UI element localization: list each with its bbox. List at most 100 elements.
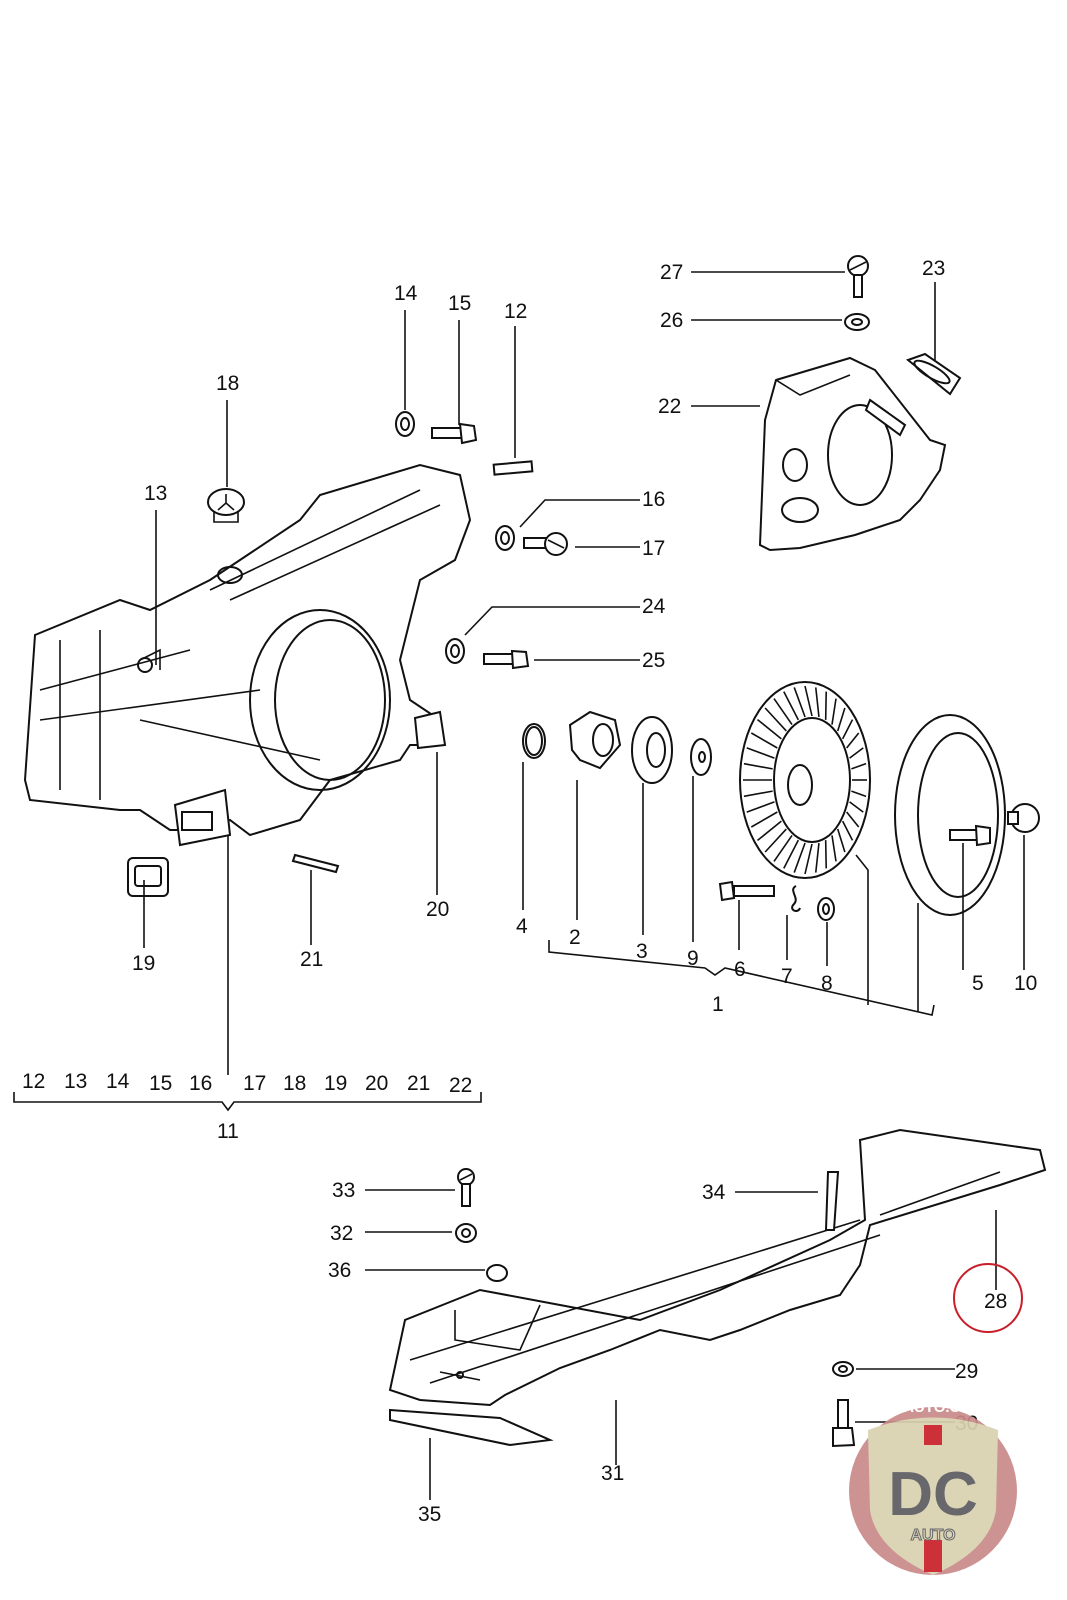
fan-fin	[836, 707, 846, 732]
fan-fin	[841, 719, 854, 740]
callout-21: 21	[300, 948, 323, 971]
fan-fin	[773, 834, 793, 862]
callout-32: 32	[330, 1222, 353, 1245]
callout-12: 12	[504, 300, 527, 323]
group-11-member-list: 12 13 14 15 16 17 18 19 20 21 22	[22, 1070, 472, 1097]
callout-36: 36	[328, 1259, 351, 1282]
fan-fin	[757, 820, 782, 842]
part-16-washer	[495, 525, 515, 551]
part-28-lower-shroud	[388, 1128, 1047, 1447]
fan-fin	[814, 687, 820, 718]
part-19-gasket	[127, 857, 169, 897]
fan-fin	[851, 762, 867, 770]
part-14-washer	[395, 411, 415, 437]
part-21-pin	[291, 853, 340, 874]
callout-14: 14	[394, 282, 418, 305]
group-11-member: 22	[449, 1074, 472, 1097]
group-11-member: 21	[407, 1072, 430, 1095]
part-6-bolt	[718, 880, 775, 902]
callout-35: 35	[418, 1503, 441, 1526]
part-32-washer	[455, 1223, 477, 1243]
part-24-washer	[445, 638, 465, 664]
fan-fin	[793, 687, 806, 718]
group-11-member: 15	[149, 1072, 172, 1095]
part-10-plug	[1007, 803, 1040, 833]
watermark-logo-letters: DC	[888, 1460, 978, 1529]
part-5-bolt	[949, 824, 991, 847]
part-15-bolt	[431, 422, 478, 445]
fan-fin	[746, 801, 775, 813]
watermark-accent-bar	[924, 1425, 942, 1445]
fan-fin	[757, 718, 782, 740]
group-11-member: 20	[365, 1072, 388, 1095]
callout-34: 34	[702, 1181, 726, 1204]
callout-7: 7	[781, 965, 793, 988]
fan-housing-assembly	[23, 463, 472, 847]
fan-fin	[831, 698, 837, 725]
fan-fin	[783, 839, 800, 869]
fan-fin	[750, 732, 778, 749]
group-11-member: 19	[324, 1072, 347, 1095]
callout-15: 15	[448, 292, 471, 315]
callout-1: 1	[712, 993, 724, 1016]
callout-19: 19	[132, 952, 155, 975]
part-3-spacer	[631, 716, 673, 784]
watermark-logo-sub: AUTO	[910, 1527, 955, 1544]
fan-fin	[841, 820, 854, 841]
watermark-site-text: DCAUTO.COM	[881, 1399, 984, 1416]
group-11-member: 17	[243, 1072, 266, 1095]
callout-28: 28	[984, 1290, 1007, 1313]
callout-27: 27	[660, 261, 683, 284]
fan-fin	[846, 732, 860, 749]
callout-3: 3	[636, 940, 648, 963]
part-12-stud	[492, 460, 534, 476]
fan-fin	[793, 842, 806, 873]
fan-wheel	[739, 681, 871, 879]
leader-lines	[13, 271, 1025, 1500]
part-22-cover-plate	[758, 356, 947, 552]
part-25-bolt	[483, 649, 530, 670]
callout-11: 11	[217, 1120, 239, 1143]
fan-fin	[743, 762, 773, 770]
fan-fin	[846, 811, 860, 828]
part-33-screw	[457, 1168, 475, 1207]
group-11-member: 16	[189, 1072, 212, 1095]
part-26-washer	[844, 313, 870, 331]
callout-26: 26	[660, 309, 683, 332]
part-23-grommet	[905, 352, 962, 396]
fan-fin	[804, 685, 813, 717]
callout-17: 17	[642, 537, 665, 560]
group-11-member: 18	[283, 1072, 306, 1095]
callout-5: 5	[972, 972, 984, 995]
callout-2: 2	[569, 926, 581, 949]
callout-22-top: 22	[658, 395, 681, 418]
highlight-circle	[953, 1263, 1023, 1333]
watermark-accent-bar	[924, 1540, 942, 1572]
part-29-washer	[832, 1361, 854, 1377]
fan-fin	[849, 801, 864, 813]
fan-fin	[783, 691, 800, 721]
fan-fin	[746, 747, 775, 759]
callout-labels: 27 26 22 23 14 15 12 18 13 16 17 24 25 2…	[22, 257, 1037, 1526]
part-18-plug	[207, 488, 245, 523]
callout-29: 29	[955, 1360, 978, 1383]
callout-4: 4	[516, 915, 528, 938]
fan-fin	[764, 828, 787, 853]
fan-fin	[836, 828, 846, 853]
part-17-screw	[523, 532, 568, 556]
fan-fin	[849, 747, 864, 759]
callout-18: 18	[216, 372, 239, 395]
callout-9: 9	[687, 947, 699, 970]
part-30-bolt	[832, 1399, 856, 1448]
part-34-seal-strip	[824, 1171, 840, 1231]
part-36-grommet	[486, 1264, 508, 1282]
part-7-lock-clip	[791, 885, 801, 912]
fan-fin	[814, 842, 820, 873]
fan-fin	[764, 707, 787, 732]
callout-31: 31	[601, 1462, 624, 1485]
callout-25: 25	[642, 649, 665, 672]
fan-fin	[804, 843, 813, 875]
callout-13: 13	[144, 482, 167, 505]
group-11-member: 13	[64, 1070, 87, 1093]
